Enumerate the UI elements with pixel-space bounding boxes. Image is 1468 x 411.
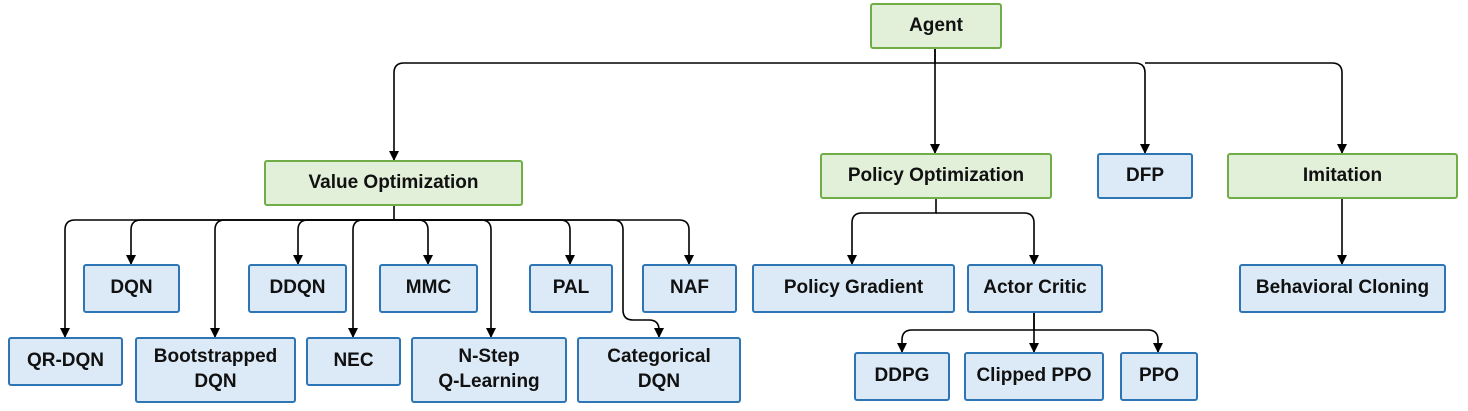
imitation-label: Imitation xyxy=(1302,164,1383,186)
connector-value-pal xyxy=(394,219,575,265)
qr-dqn-node: QR-DQN xyxy=(8,337,123,386)
mmc-node: MMC xyxy=(379,264,478,313)
ddpg-node: DDPG xyxy=(854,352,950,401)
connector-agent-imitation xyxy=(1145,62,1347,154)
policy-gradient-label: Policy Gradient xyxy=(783,277,924,299)
connector-policy-actor-critic xyxy=(936,212,1039,265)
value-optimization-node: Value Optimization xyxy=(264,160,523,206)
connector-value-mmc xyxy=(394,219,433,265)
bootstrapped-dqn-label-line2: DQN xyxy=(194,371,237,392)
pal-node: PAL xyxy=(529,264,613,313)
nec-label: NEC xyxy=(333,350,374,372)
n-step-label-line1: N-Step xyxy=(458,346,520,368)
dfp-node: DFP xyxy=(1097,153,1193,199)
actor-critic-label: Actor Critic xyxy=(983,277,1087,299)
connector-value-categorical-dqn xyxy=(394,219,664,338)
clipped-ppo-node: Clipped PPO xyxy=(964,352,1104,401)
behavioral-cloning-node: Behavioral Cloning xyxy=(1239,264,1446,313)
behavioral-cloning-label: Behavioral Cloning xyxy=(1255,277,1430,299)
connector-actor-critic-ddpg xyxy=(897,313,1035,353)
agent-label: Agent xyxy=(909,14,963,36)
imitation-node: Imitation xyxy=(1227,153,1458,199)
naf-node: NAF xyxy=(642,264,737,313)
connector-value-qr-dqn xyxy=(60,206,395,338)
dqn-node: DQN xyxy=(83,264,180,313)
n-step-label-line2: Q-Learning xyxy=(438,371,540,392)
policy-optimization-label: Policy Optimization xyxy=(847,164,1025,186)
connector-value-nec xyxy=(348,219,394,338)
qr-dqn-label: QR-DQN xyxy=(26,350,105,372)
naf-label: NAF xyxy=(669,277,710,299)
ppo-node: PPO xyxy=(1120,352,1198,401)
ppo-label: PPO xyxy=(1138,365,1180,387)
agent-node: Agent xyxy=(870,3,1002,49)
connector-value-ddqn xyxy=(293,219,394,265)
pal-label: PAL xyxy=(552,277,590,299)
connector-policy-policy-gradient xyxy=(847,199,937,265)
dqn-label: DQN xyxy=(110,277,153,299)
connector-value-naf xyxy=(394,219,694,265)
nec-node: NEC xyxy=(306,337,401,386)
connector-value-dqn xyxy=(126,219,394,265)
connector-actor-critic-ppo xyxy=(1034,329,1163,353)
categorical-dqn-label-line2: DQN xyxy=(637,371,681,392)
ddqn-node: DDQN xyxy=(248,264,347,313)
value-optimization-label: Value Optimization xyxy=(308,171,479,193)
actor-critic-node: Actor Critic xyxy=(967,264,1103,313)
connector-value-bootstrapped-dqn xyxy=(210,219,394,338)
policy-optimization-node: Policy Optimization xyxy=(820,153,1052,199)
mmc-label: MMC xyxy=(405,277,452,299)
bootstrapped-dqn-label-line1: Bootstrapped xyxy=(153,346,278,368)
policy-gradient-node: Policy Gradient xyxy=(752,264,955,313)
ddqn-label: DDQN xyxy=(269,277,326,299)
dfp-label: DFP xyxy=(1126,164,1164,186)
clipped-ppo-label: Clipped PPO xyxy=(976,365,1092,387)
categorical-dqn-label-line1: Categorical xyxy=(607,346,711,368)
connector-agent-dfp xyxy=(935,62,1150,154)
ddpg-label: DDPG xyxy=(874,365,930,387)
connector-agent-value-optimization xyxy=(389,48,936,161)
